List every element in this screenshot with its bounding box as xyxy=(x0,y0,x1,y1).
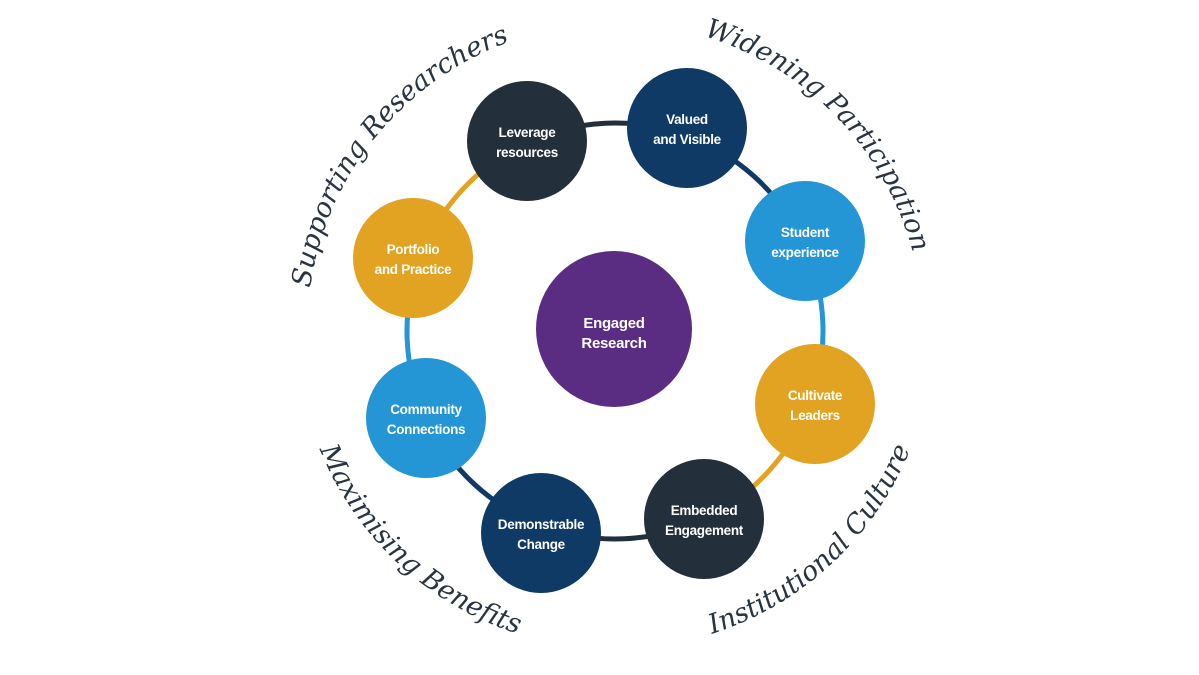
node-valued-and-visible: Valued and Visible xyxy=(627,68,747,188)
node-circle xyxy=(627,68,747,188)
node-label: and Practice xyxy=(375,262,452,277)
node-label: Portfolio xyxy=(387,242,440,257)
node-label: experience xyxy=(771,245,839,260)
node-portfolio-and-practice: Portfolio and Practice xyxy=(353,198,473,318)
center-circle xyxy=(536,251,692,407)
node-label: Engagement xyxy=(665,523,744,538)
node-circle xyxy=(745,181,865,301)
node-circle xyxy=(481,473,601,593)
node-label: resources xyxy=(496,145,558,160)
node-circle xyxy=(467,81,587,201)
node-circle xyxy=(353,198,473,318)
node-circle xyxy=(755,344,875,464)
node-label: Student xyxy=(781,225,830,240)
node-student-experience: Student experience xyxy=(745,181,865,301)
node-label: Leaders xyxy=(790,408,840,423)
node-circle xyxy=(644,459,764,579)
node-label: and Visible xyxy=(653,132,722,147)
node-label: Embedded xyxy=(671,503,738,518)
center-label: Engaged xyxy=(583,315,644,332)
node-circle xyxy=(366,358,486,478)
node-label: Change xyxy=(517,537,565,552)
node-label: Leverage xyxy=(499,125,557,140)
node-leverage-resources: Leverage resources xyxy=(467,81,587,201)
node-label: Connections xyxy=(387,422,465,437)
node-label: Community xyxy=(390,402,462,417)
center-label: Research xyxy=(581,335,646,352)
node-label: Demonstrable xyxy=(498,517,585,532)
node-label: Cultivate xyxy=(788,388,843,403)
node-label: Valued xyxy=(666,112,708,127)
